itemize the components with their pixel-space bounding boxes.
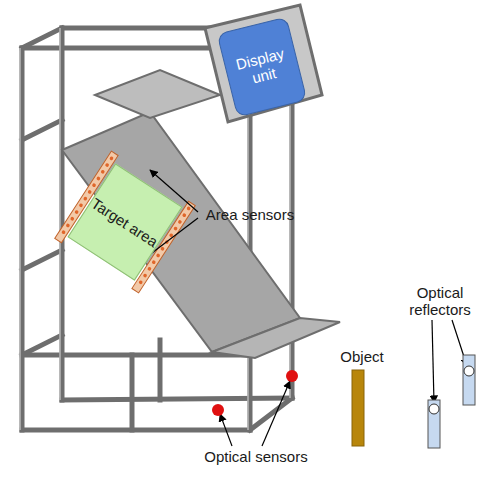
- object-label: Object: [332, 348, 392, 365]
- display-frame: [205, 5, 322, 122]
- optical-reflectors-label: Optical reflectors: [400, 284, 480, 318]
- reflector-dot: [429, 404, 439, 414]
- node-text: Target area: [89, 194, 162, 250]
- area-sensors-label: Area sensors: [200, 206, 300, 223]
- optical-sensor-dot: [212, 404, 224, 416]
- upper-ramp: [95, 70, 220, 118]
- node-text: Display unit: [224, 42, 300, 92]
- object-bar: [352, 370, 364, 446]
- optical-sensor-dot: [286, 370, 298, 382]
- reflector-bar: [428, 400, 440, 448]
- reflector-dot: [464, 366, 474, 376]
- bottom-shelf: [212, 318, 340, 358]
- reflector-bar: [463, 355, 475, 405]
- area-sensor-strips: [55, 151, 196, 293]
- inclined-ramp: [62, 112, 300, 352]
- optical-sensors-label: Optical sensors: [196, 448, 316, 465]
